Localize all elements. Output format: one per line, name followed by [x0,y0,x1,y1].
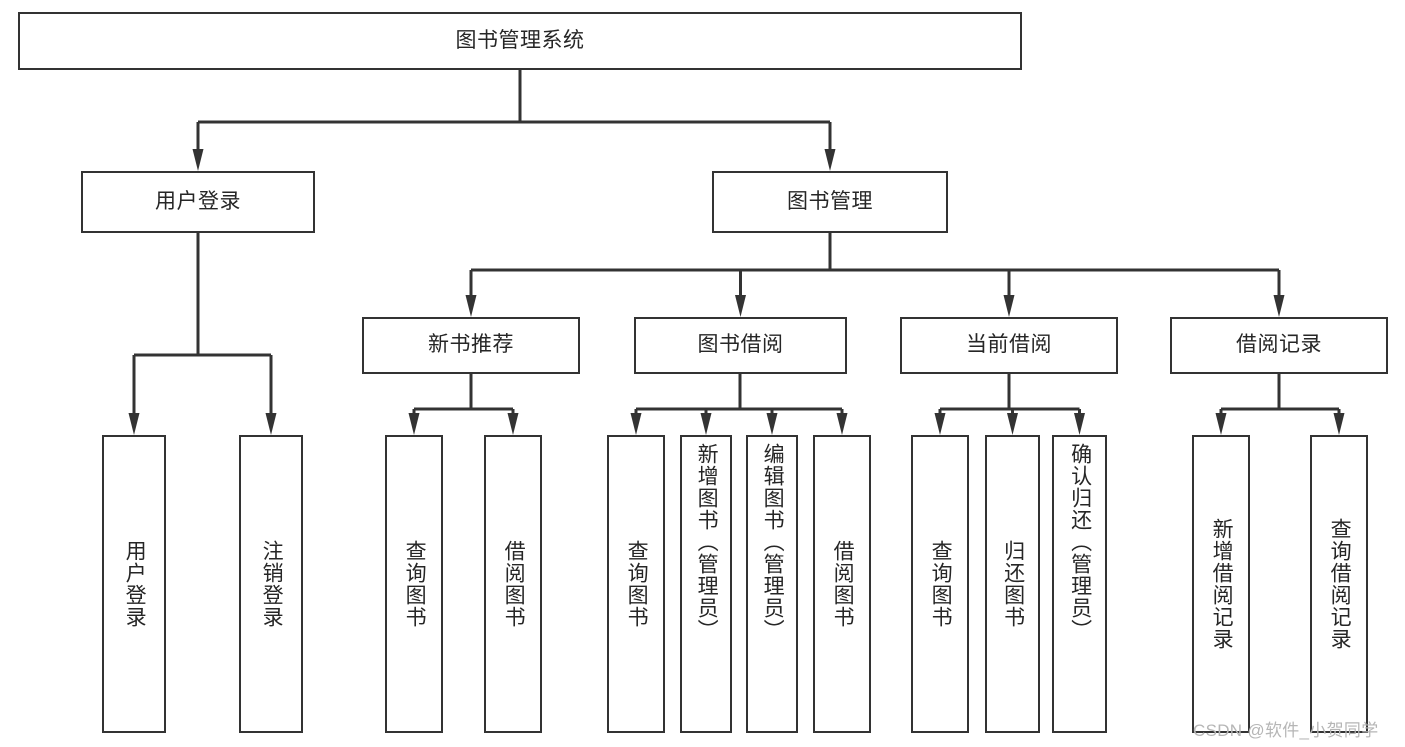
node-leaf-brw-edit[interactable]: 编辑图书（管理员） [746,435,798,733]
arrowhead-icon [465,295,477,317]
arrowhead-icon [1273,295,1285,317]
node-label: 查询图书 [929,540,953,628]
arrowhead-icon [824,149,836,171]
arrowhead-icon [1333,413,1345,435]
node-label: 新增借阅记录 [1210,518,1234,650]
node-leaf-rcd-query[interactable]: 查询借阅记录 [1310,435,1368,733]
arrowhead-icon [1215,413,1227,435]
node-label: 用户登录 [123,540,147,628]
node-bookmgmt[interactable]: 图书管理 [712,171,948,233]
node-records[interactable]: 借阅记录 [1170,317,1388,374]
node-label: 新书推荐 [428,333,514,357]
node-label: 编辑图书（管理员） [761,443,785,641]
node-label: 图书管理 [787,189,873,213]
arrowhead-icon [265,413,277,435]
node-label: 图书借阅 [697,333,784,357]
node-label: 确认归还（管理员） [1068,443,1092,641]
node-label: 用户登录 [155,189,241,213]
node-label: 当前借阅 [966,333,1052,357]
arrowhead-icon [700,413,712,435]
node-label: 借阅图书 [831,540,855,628]
node-label: 查询图书 [625,540,649,628]
node-leaf-user-login[interactable]: 用户登录 [102,435,166,733]
node-leaf-rec-query[interactable]: 查询图书 [385,435,443,733]
arrowhead-icon [1007,413,1018,435]
node-leaf-brw-query[interactable]: 查询图书 [607,435,665,733]
node-label: 归还图书 [1001,540,1025,628]
arrowhead-icon [630,413,642,435]
node-leaf-rec-borrow[interactable]: 借阅图书 [484,435,542,733]
node-leaf-brw-add[interactable]: 新增图书（管理员） [680,435,732,733]
arrowhead-icon [836,413,848,435]
node-recommend[interactable]: 新书推荐 [362,317,580,374]
arrowhead-icon [1003,295,1015,317]
node-leaf-brw-lend[interactable]: 借阅图书 [813,435,871,733]
node-label: 查询图书 [403,540,427,628]
arrowhead-icon [507,413,519,435]
node-label: 查询借阅记录 [1328,518,1352,650]
arrowhead-icon [1074,413,1085,435]
node-label: 注销登录 [260,540,284,628]
arrowhead-icon [934,413,946,435]
node-label: 图书管理系统 [455,28,585,52]
arrowhead-icon [766,413,778,435]
arrowhead-icon [128,413,140,435]
arrowhead-icon [408,413,420,435]
node-leaf-cur-confirm[interactable]: 确认归还（管理员） [1052,435,1107,733]
arrowhead-icon [735,295,746,317]
node-borrow[interactable]: 图书借阅 [634,317,847,374]
node-label: 借阅记录 [1236,333,1322,357]
watermark: CSDN @软件_小贺同学 [1193,721,1379,740]
node-leaf-user-logout[interactable]: 注销登录 [239,435,303,733]
node-leaf-cur-query[interactable]: 查询图书 [911,435,969,733]
node-label: 借阅图书 [502,540,526,628]
node-label: 新增图书（管理员） [695,443,719,641]
node-current[interactable]: 当前借阅 [900,317,1118,374]
node-root[interactable]: 图书管理系统 [18,12,1022,70]
node-leaf-cur-return[interactable]: 归还图书 [985,435,1040,733]
node-leaf-rcd-add[interactable]: 新增借阅记录 [1192,435,1250,733]
arrowhead-icon [192,149,204,171]
node-login[interactable]: 用户登录 [81,171,315,233]
